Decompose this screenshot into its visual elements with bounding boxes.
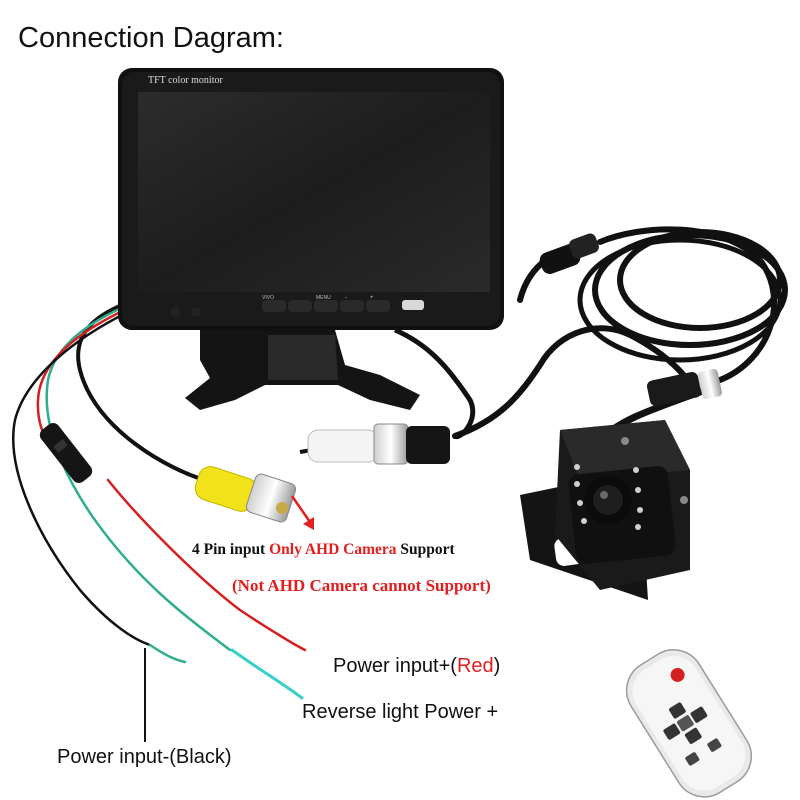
fuse-holder: [39, 423, 93, 483]
monitor-brand-text: TFT color monitor: [148, 75, 223, 86]
monitor-button-label: VIVO: [262, 295, 274, 301]
remote-control: [625, 649, 753, 798]
ahd-support-note: 4 Pin input Only AHD Camera Support: [192, 541, 455, 559]
diagram-title: Connection Dagram:: [18, 22, 284, 54]
extension-cable: [452, 226, 788, 444]
aviation-connector: [646, 368, 722, 407]
reverse-light-label: Reverse light Power +: [302, 701, 499, 723]
note-prefix: 4 Pin input: [192, 541, 270, 558]
pointer-arrow: [290, 495, 314, 530]
ahd-camera: [520, 420, 690, 600]
power-positive-suffix: ): [493, 655, 501, 677]
note-suffix: Support: [396, 541, 455, 558]
monitor-button-label: +: [370, 295, 374, 301]
power-positive-label: Power input+(Red): [333, 655, 500, 678]
monitor-button-label: -: [345, 295, 347, 301]
power-positive-color: Red: [456, 655, 494, 677]
power-negative-label: Power input-(Black): [57, 746, 232, 768]
cable-connector: [539, 233, 599, 274]
power-positive-prefix: Power input+(: [333, 655, 457, 677]
four-pin-connector: [299, 423, 450, 465]
note-highlight: Only AHD Camera: [269, 541, 397, 558]
non-ahd-warning: (Not AHD Camera cannot Support): [232, 576, 491, 595]
monitor-button-label: MENU: [316, 295, 331, 301]
rca-yellow-connector: [194, 466, 297, 523]
monitor-cable: [394, 327, 476, 439]
tft-monitor: [118, 68, 504, 410]
